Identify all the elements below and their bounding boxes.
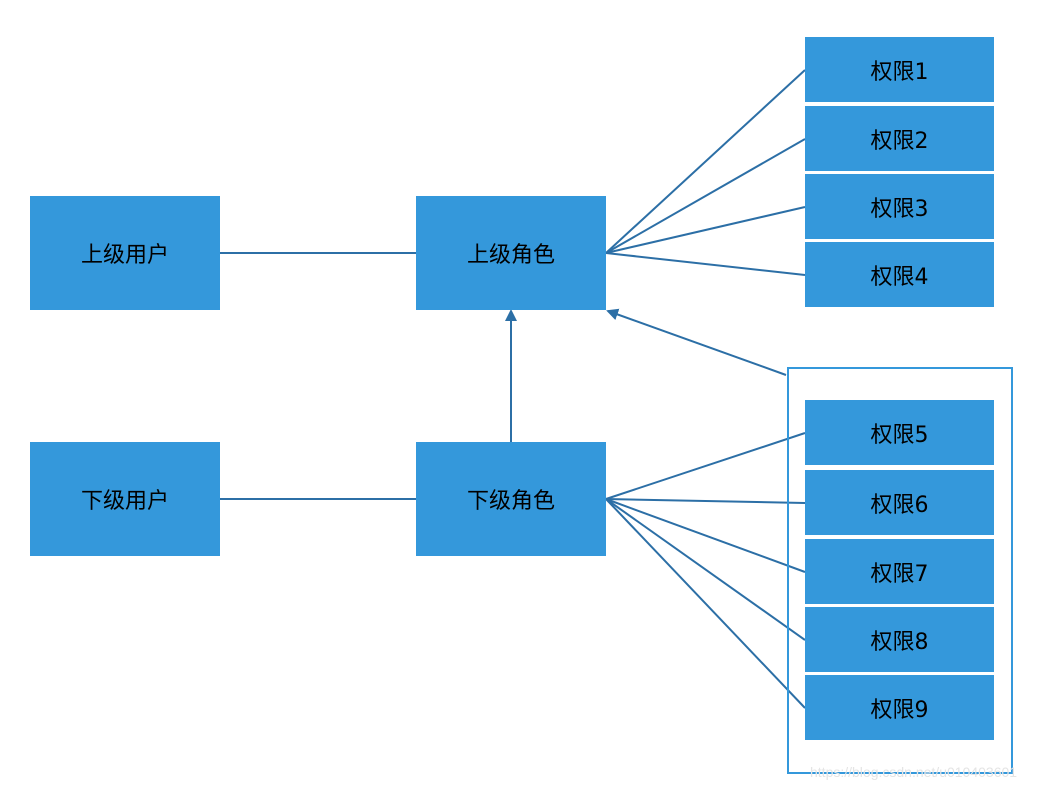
permission-node-3: 权限3 <box>805 174 994 239</box>
permission-node-4: 权限4 <box>805 242 994 307</box>
edge-upper-role-to-permission-1 <box>605 69 806 254</box>
upper-user-node: 上级用户 <box>30 196 220 310</box>
edge-lower-role-to-permission-5 <box>605 432 806 500</box>
edge-lower-role-to-permission-6 <box>605 498 806 504</box>
permission-label: 权限3 <box>870 196 929 222</box>
permission-label: 权限9 <box>870 697 929 723</box>
lower-user-node: 下级用户 <box>30 442 220 556</box>
edge-lower-role-to-permission-7 <box>605 498 806 573</box>
permission-label: 权限8 <box>870 629 929 655</box>
permission-node-1: 权限1 <box>805 37 994 102</box>
upper-user-label: 上级用户 <box>80 243 169 268</box>
permission-label: 权限4 <box>870 264 929 290</box>
permission-label: 权限5 <box>870 422 929 448</box>
edge-upper-role-to-permission-2 <box>605 138 806 254</box>
permission-node-8: 权限8 <box>805 607 994 672</box>
permission-node-6: 权限6 <box>805 470 994 535</box>
lower-role-node: 下级角色 <box>416 442 606 556</box>
watermark-text: https://blog.csdn.net/u010403601 <box>810 764 1018 780</box>
permission-label: 权限7 <box>870 561 929 587</box>
edge-upper-role-to-permission-4 <box>605 252 806 276</box>
permission-label: 权限1 <box>870 59 929 85</box>
permission-node-7: 权限7 <box>805 539 994 604</box>
lower-role-label: 下级角色 <box>466 489 555 514</box>
permission-label: 权限6 <box>870 492 929 518</box>
permission-node-9: 权限9 <box>805 675 994 740</box>
lower-permission-group-box <box>787 367 1013 774</box>
lower-user-label: 下级用户 <box>80 489 169 514</box>
edge-permission-group-to-upper-role-arrow <box>606 308 787 376</box>
permission-node-5: 权限5 <box>805 400 994 465</box>
upper-role-node: 上级角色 <box>416 196 606 310</box>
upper-role-label: 上级角色 <box>466 243 555 268</box>
permission-node-2: 权限2 <box>805 106 994 171</box>
edge-lower-role-to-permission-9 <box>605 498 806 709</box>
edge-upper-role-to-permission-3 <box>605 206 806 254</box>
edge-lower-role-to-permission-8 <box>605 498 806 641</box>
permission-label: 权限2 <box>870 128 929 154</box>
